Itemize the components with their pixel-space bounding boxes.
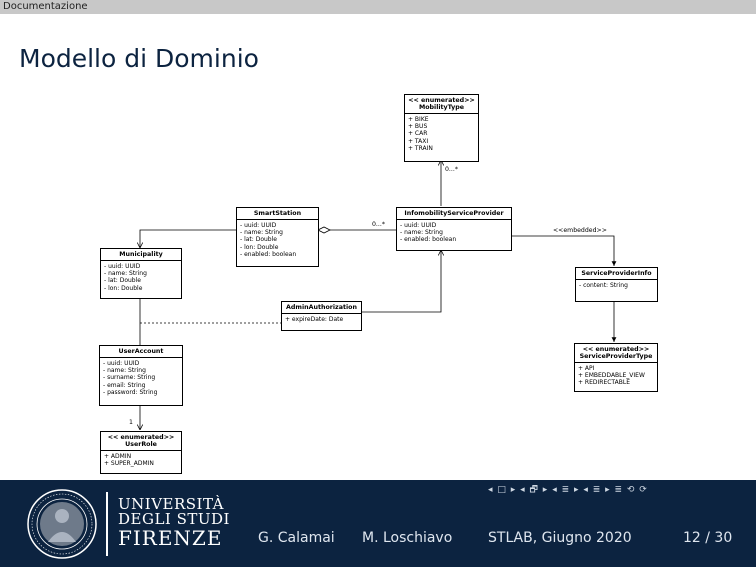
class-attributes: - uuid: UUID - name: String - lat: Doubl… <box>101 261 181 294</box>
class-attributes: - uuid: UUID - name: String - enabled: b… <box>397 220 511 246</box>
stereotype: << enumerated>> <box>107 434 175 441</box>
attribute: - email: String <box>103 381 146 389</box>
university-line-3: FIRENZE <box>118 526 223 550</box>
attribute: - uuid: UUID <box>240 222 277 229</box>
class-mobility-type: << enumerated>> MobilityType + BIKE + BU… <box>404 94 479 162</box>
footer-divider <box>106 492 108 556</box>
attribute: - uuid: UUID <box>400 222 437 229</box>
attribute: - name: String <box>104 270 147 278</box>
attribute: - lat: Double <box>104 277 141 285</box>
class-name: SmartStation <box>253 210 302 217</box>
class-attributes: - uuid: UUID - name: String - surname: S… <box>100 358 182 398</box>
class-service-provider-type: << enumerated>> ServiceProviderType + AP… <box>574 343 658 392</box>
attribute: - uuid: UUID <box>103 360 140 367</box>
attribute: - uuid: UUID <box>104 263 141 270</box>
class-name: ServiceProviderInfo <box>581 270 652 277</box>
class-header: AdminAuthorization <box>282 302 361 314</box>
slide-title: Modello di Dominio <box>19 44 259 73</box>
class-attributes: + API + EMBEDDABLE_VIEW + REDIRECTABLE <box>575 363 657 389</box>
attribute: - name: String <box>400 229 443 237</box>
footer-bar: UNIVERSITÀ DEGLI STUDI FIRENZE G. Calama… <box>0 480 756 567</box>
attribute: + EMBEDDABLE_VIEW <box>578 372 645 380</box>
assoc-station-municipality <box>140 229 236 248</box>
class-header: SmartStation <box>237 208 318 220</box>
class-name: Municipality <box>119 251 163 258</box>
attribute: + CAR <box>408 130 428 138</box>
attribute: + REDIRECTABLE <box>578 379 630 387</box>
class-name: UserRole <box>125 441 157 448</box>
page-number: 12 / 30 <box>683 530 733 546</box>
class-name: AdminAuthorization <box>286 304 357 311</box>
attribute: - content: String <box>579 282 628 289</box>
multiplicity-mobility: 0...* <box>445 166 458 173</box>
university-seal-icon <box>27 489 97 559</box>
class-municipality: Municipality - uuid: UUID - name: String… <box>100 248 182 299</box>
diagram-connectors <box>0 160 617 430</box>
multiplicity-role: 1 <box>129 419 133 426</box>
attribute: - name: String <box>103 367 146 375</box>
attribute: - name: String <box>240 229 283 237</box>
class-user-role: << enumerated>> UserRole + ADMIN + SUPER… <box>100 431 182 474</box>
university-line-2: DEGLI STUDI <box>118 510 230 528</box>
event-label: STLAB, Giugno 2020 <box>488 530 632 546</box>
embedded-label: <<embedded>> <box>553 227 607 234</box>
attribute: + ADMIN <box>104 453 132 460</box>
class-service-provider-info: ServiceProviderInfo - content: String <box>575 267 658 302</box>
class-name: UserAccount <box>118 348 164 355</box>
attribute: + expireDate: Date <box>285 316 344 323</box>
attribute: + BUS <box>408 123 428 131</box>
class-name: ServiceProviderType <box>579 353 653 360</box>
class-header: << enumerated>> ServiceProviderType <box>575 344 657 363</box>
attribute: - lon: Double <box>104 284 143 292</box>
university-line-1: UNIVERSITÀ <box>118 495 224 513</box>
beamer-navigation-controls[interactable]: ◂ □ ▸ ◂ 🗗 ▸ ◂ ≣ ▸ ◂ ≣ ▸ ≣ ⟲ ⟳ <box>488 485 648 495</box>
attribute: + TAXI <box>408 137 429 145</box>
class-name: InfomobilityServiceProvider <box>404 210 504 217</box>
attribute: - lon: Double <box>240 243 279 251</box>
multiplicity-station: 0...* <box>372 221 385 228</box>
class-header: InfomobilityServiceProvider <box>397 208 511 220</box>
class-header: << enumerated>> UserRole <box>101 432 181 451</box>
class-header: ServiceProviderInfo <box>576 268 657 280</box>
attribute: + API <box>578 365 595 372</box>
attribute: + BIKE <box>408 116 429 123</box>
attribute: + TRAIN <box>408 144 433 152</box>
class-admin-authorization: AdminAuthorization + expireDate: Date <box>281 301 362 331</box>
stereotype: << enumerated>> <box>408 97 475 104</box>
stereotype: << enumerated>> <box>582 346 650 353</box>
aggregation-diamond <box>317 226 331 234</box>
class-attributes: + expireDate: Date <box>282 314 361 325</box>
attribute: - enabled: boolean <box>240 250 297 258</box>
assoc-provider-info <box>511 235 617 266</box>
section-header-bar: Documentazione <box>0 0 756 14</box>
class-header: << enumerated>> MobilityType <box>405 95 478 114</box>
attribute: + SUPER_ADMIN <box>104 460 154 468</box>
author-1: G. Calamai <box>258 530 335 546</box>
class-header: Municipality <box>101 249 181 261</box>
class-user-account: UserAccount - uuid: UUID - name: String … <box>99 345 183 406</box>
class-infomobility-provider: InfomobilityServiceProvider - uuid: UUID… <box>396 207 512 251</box>
class-attributes: + BIKE + BUS + CAR + TAXI + TRAIN <box>405 114 478 154</box>
class-header: UserAccount <box>100 346 182 358</box>
attribute: - surname: String <box>103 374 156 382</box>
class-smart-station: SmartStation - uuid: UUID - name: String… <box>236 207 319 267</box>
attribute: - enabled: boolean <box>400 236 457 244</box>
class-name: MobilityType <box>418 104 465 111</box>
university-name: UNIVERSITÀ DEGLI STUDI FIRENZE <box>118 495 230 550</box>
class-attributes: - uuid: UUID - name: String - lat: Doubl… <box>237 220 318 260</box>
section-title: Documentazione <box>3 1 88 12</box>
attribute: - lat: Double <box>240 236 277 244</box>
class-attributes: - content: String <box>576 280 657 291</box>
class-attributes: + ADMIN + SUPER_ADMIN <box>101 451 181 469</box>
attribute: - password: String <box>103 388 158 396</box>
uml-domain-diagram: << enumerated>> MobilityType + BIKE + BU… <box>0 94 658 474</box>
author-2: M. Loschiavo <box>362 530 453 546</box>
assoc-admin-provider <box>360 250 441 313</box>
